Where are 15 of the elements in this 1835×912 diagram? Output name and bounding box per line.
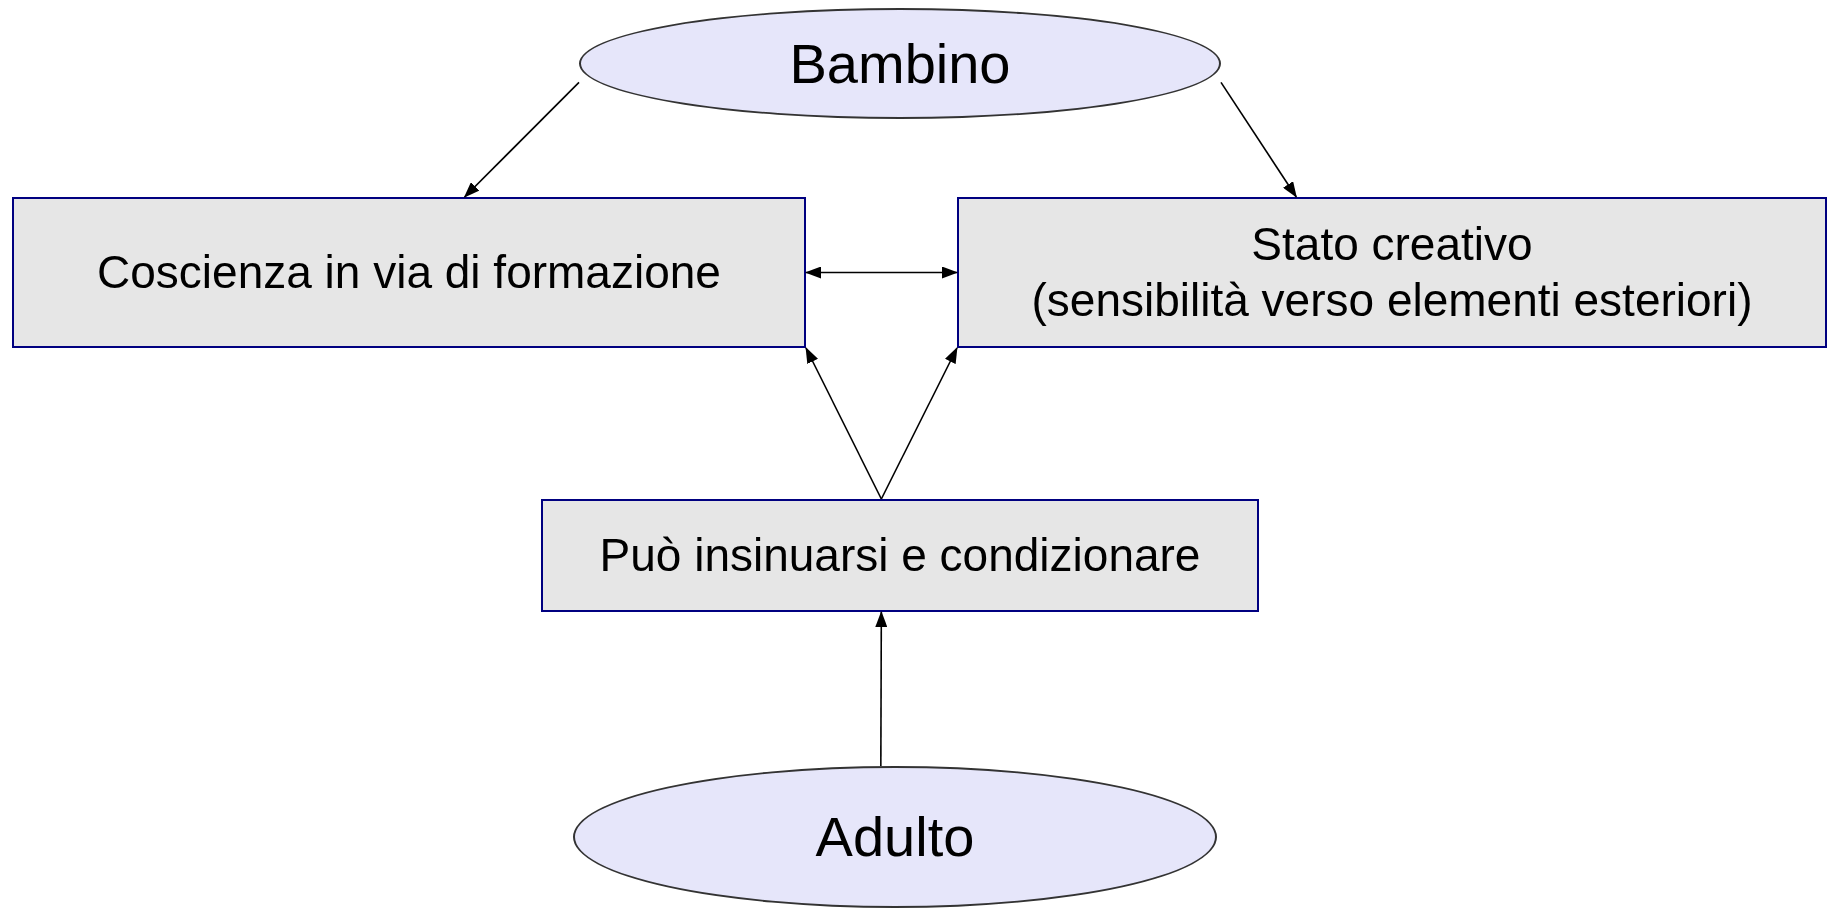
arrow	[880, 347, 958, 500]
process-box	[541, 499, 1259, 612]
node-text: Stato creativo	[1251, 217, 1533, 273]
node-text: Può insinuarsi e condizionare	[599, 527, 1201, 583]
arrow	[805, 266, 958, 279]
node-text: (sensibilità verso elementi esteriori)	[1031, 272, 1753, 328]
process-box	[12, 197, 806, 348]
arrow	[463, 81, 580, 198]
process-box	[957, 197, 1827, 348]
arrow	[805, 347, 883, 500]
arrow	[875, 611, 888, 767]
node-text: Coscienza in via di formazione	[97, 244, 721, 300]
node-text: Bambino	[789, 30, 1011, 97]
node-text: Adulto	[815, 804, 975, 870]
arrow	[1220, 81, 1298, 198]
